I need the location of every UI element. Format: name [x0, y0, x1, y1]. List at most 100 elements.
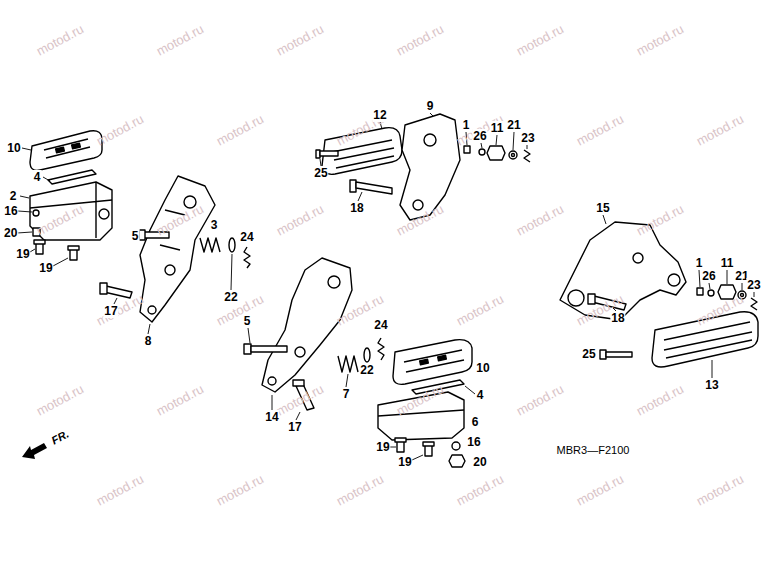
callout-number: 11	[490, 121, 505, 135]
washer	[512, 154, 515, 157]
spring	[200, 238, 220, 252]
small-part	[708, 290, 714, 296]
callout-number: 26	[472, 129, 487, 143]
watermark: motod.ru	[214, 291, 266, 328]
footpeg-holder	[30, 182, 112, 240]
peg-bracket	[400, 114, 460, 220]
peg-bracket	[568, 290, 584, 306]
bolt	[100, 283, 107, 294]
callout-number: 20	[3, 226, 18, 240]
footpeg-holder	[378, 410, 464, 416]
bolt	[423, 442, 434, 446]
callout-number: 18	[349, 201, 364, 215]
callout-number: 12	[372, 108, 387, 122]
bolt	[100, 283, 132, 298]
spring	[338, 356, 358, 372]
washer	[509, 151, 517, 159]
callout-number: 5	[131, 229, 140, 243]
callout-number: 17	[103, 304, 118, 318]
watermark: motod.ru	[154, 21, 206, 58]
footpeg-rubber	[56, 147, 65, 153]
watermark: motod.ru	[514, 381, 566, 418]
callout-number: 21	[506, 118, 521, 132]
bolt	[606, 352, 632, 357]
watermark: motod.ru	[634, 381, 686, 418]
footpeg-rubber	[30, 131, 102, 171]
callout-number: 2	[9, 189, 18, 203]
callout-number: 10	[475, 361, 490, 375]
watermark: motod.ru	[514, 21, 566, 58]
small-part	[479, 149, 485, 155]
callout-number: 25	[313, 166, 328, 180]
watermark: motod.ru	[394, 381, 446, 418]
watermark: motod.ru	[574, 111, 626, 148]
footpeg-rubber	[30, 131, 102, 171]
pivot-bracket	[295, 347, 305, 357]
watermark: motod.ru	[274, 381, 326, 418]
callout-number: 8	[144, 334, 153, 348]
footpeg-holder	[30, 182, 112, 238]
callout-number: 4	[33, 170, 42, 184]
small-part	[697, 288, 703, 295]
watermark: motod.ru	[454, 471, 506, 508]
watermark: motod.ru	[214, 111, 266, 148]
bolt	[320, 151, 338, 156]
leader-line	[248, 328, 475, 460]
bolt	[316, 150, 338, 158]
footpeg-rubber	[44, 139, 90, 158]
watermark: motod.ru	[634, 21, 686, 58]
leader-line	[603, 215, 754, 378]
washer	[33, 210, 39, 216]
footpeg-rubber	[72, 143, 81, 149]
clip	[524, 150, 530, 162]
watermark: motod.ru	[634, 201, 686, 238]
bolt	[356, 182, 392, 194]
callout-number: 22	[223, 290, 238, 304]
callout-number: 5	[243, 314, 252, 328]
callout-number: 23	[520, 131, 535, 145]
watermark: motod.ru	[274, 21, 326, 58]
bolt	[244, 344, 287, 354]
cotter-pin	[244, 247, 250, 268]
drawing-code: MBR3—F2100	[555, 444, 632, 456]
small-part	[464, 146, 470, 153]
bolt	[350, 180, 392, 194]
callout-number: 3	[210, 218, 219, 232]
nut	[487, 146, 505, 160]
direction-arrow	[22, 443, 47, 459]
washer	[229, 238, 235, 252]
callout-number: 11	[720, 256, 735, 270]
footpeg	[664, 322, 752, 358]
bolt	[68, 246, 79, 260]
watermark: motod.ru	[394, 201, 446, 238]
bolt	[293, 380, 304, 386]
washer	[364, 348, 370, 362]
callout-number: 18	[610, 311, 625, 325]
watermark: motod.ru	[34, 21, 86, 58]
watermark: motod.ru	[34, 381, 86, 418]
bolt	[34, 240, 45, 244]
nut	[449, 455, 465, 467]
footpeg-holder	[30, 182, 112, 240]
cotter-pin	[378, 338, 384, 360]
watermark: motod.ru	[34, 201, 86, 238]
watermark: motod.ru	[694, 471, 746, 508]
peg-bracket	[400, 114, 460, 220]
watermark: motod.ru	[394, 21, 446, 58]
bolt	[350, 180, 356, 192]
washer	[509, 151, 517, 159]
pivot-bracket	[148, 306, 156, 314]
bolt	[139, 230, 145, 240]
footpeg-plate	[48, 170, 96, 184]
clip	[751, 298, 757, 310]
callout-number: 9	[426, 99, 435, 113]
footpeg-rubber	[393, 340, 472, 385]
direction-label: FR.	[49, 428, 70, 447]
clip	[524, 150, 530, 162]
callout-number: 1	[695, 256, 704, 270]
small-part	[697, 288, 703, 295]
small-part	[464, 146, 470, 153]
watermark: motod.ru	[214, 471, 266, 508]
washer	[452, 442, 460, 450]
washer	[229, 238, 235, 252]
